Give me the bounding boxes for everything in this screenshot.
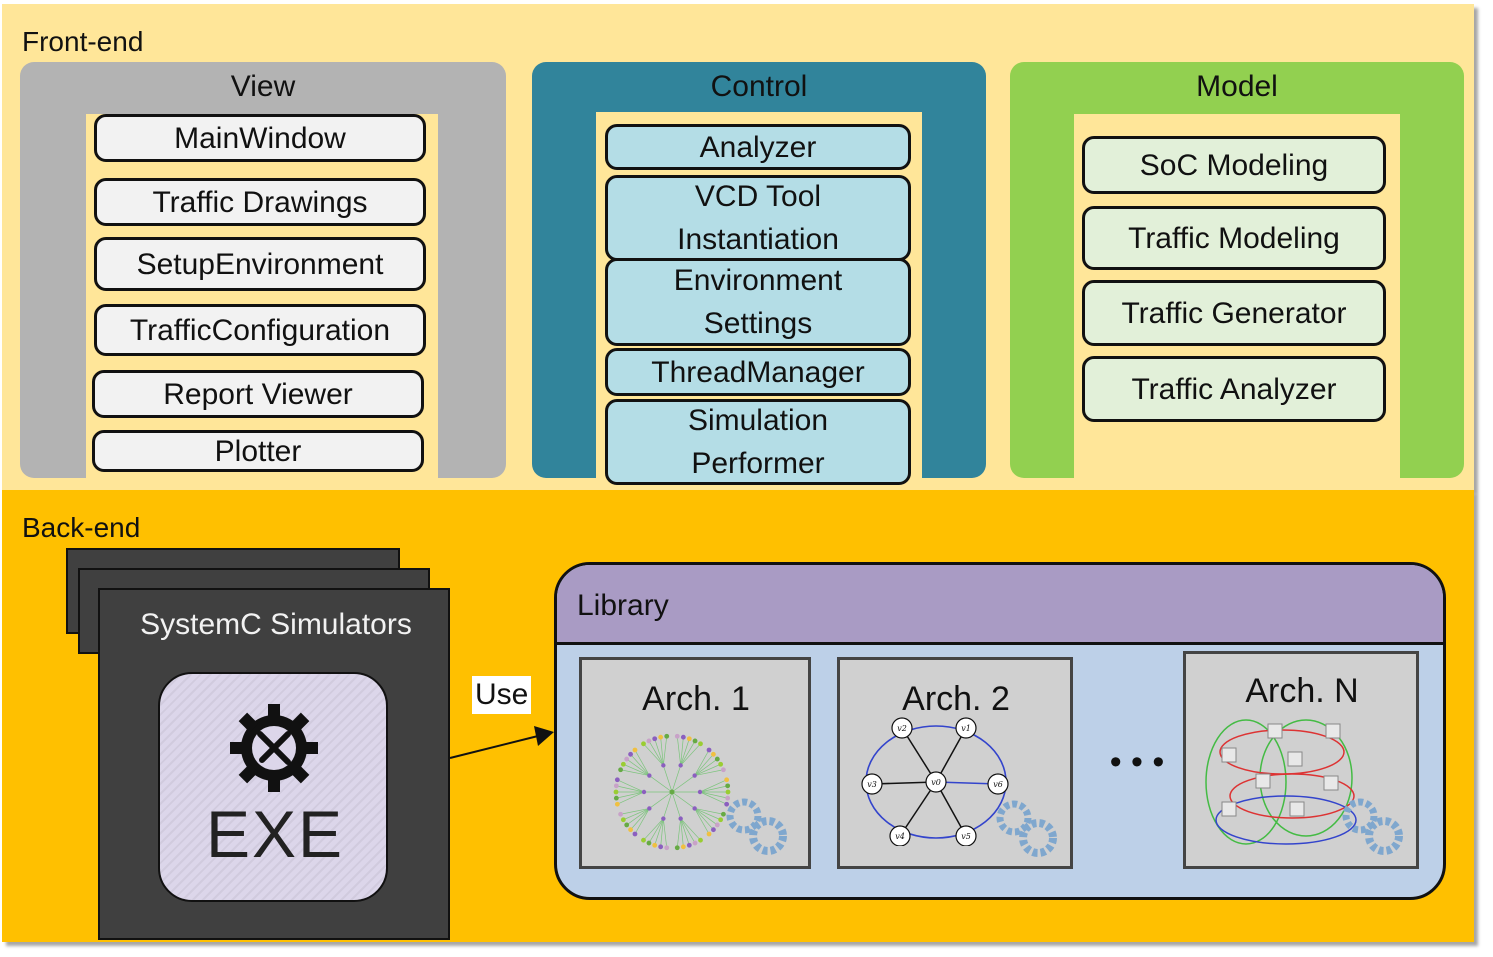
view-item-mainwindow[interactable]: MainWindow (94, 114, 426, 162)
gears-icon (996, 800, 1057, 857)
control-item-vcd-tool[interactable]: VCD Tool Instantiation (605, 175, 911, 261)
view-item-setup-environment[interactable]: SetupEnvironment (94, 237, 426, 291)
view-title: View (230, 70, 296, 103)
view-item-plotter[interactable]: Plotter (92, 430, 424, 472)
frontend-panel: Front-end View MainWindow Traffic Drawin… (2, 4, 1474, 490)
model-item-traffic-modeling[interactable]: Traffic Modeling (1082, 206, 1386, 270)
arch-title-n: Arch. N (1245, 672, 1359, 710)
frontend-label: Front-end (22, 26, 144, 57)
arch-card-2[interactable]: Arch. 2 v2 v1 (837, 657, 1073, 869)
library-title: Library (577, 589, 669, 622)
control-item-analyzer[interactable]: Analyzer (605, 124, 911, 170)
model-item-soc-modeling[interactable]: SoC Modeling (1082, 136, 1386, 194)
library-header: Library (557, 565, 1443, 645)
node-label-v6: v6 (993, 780, 1003, 789)
gears-icon (726, 798, 787, 855)
control-item-thread-manager[interactable]: ThreadManager (605, 348, 911, 396)
arch-title-1: Arch. 1 (642, 680, 750, 718)
backend-label: Back-end (22, 512, 141, 543)
view-item-traffic-drawings[interactable]: Traffic Drawings (94, 178, 426, 226)
control-item-environment-settings[interactable]: Environment Settings (605, 258, 911, 346)
arch-card-n[interactable]: Arch. N (1183, 651, 1419, 869)
ellipsis: • • • (1109, 743, 1165, 781)
use-label: Use (472, 676, 532, 714)
use-arrow (449, 726, 554, 759)
control-item-simulation-performer[interactable]: Simulation Performer (605, 399, 911, 485)
model-item-traffic-analyzer[interactable]: Traffic Analyzer (1082, 356, 1386, 422)
exe-label: EXE (205, 797, 345, 871)
control-title: Control (710, 70, 808, 103)
model-item-traffic-generator[interactable]: Traffic Generator (1082, 280, 1386, 346)
library-container: Library Arch. 1 Arch. 2 (554, 562, 1446, 900)
view-inner (86, 114, 438, 478)
node-label-v2: v2 (897, 724, 907, 733)
node-label-v5: v5 (961, 832, 971, 841)
arch-title-2: Arch. 2 (902, 680, 1010, 718)
backend-panel: Back-end SystemC Simulators (2, 490, 1474, 942)
view-item-report-viewer[interactable]: Report Viewer (92, 370, 424, 418)
simulator-title: SystemC Simulators (140, 608, 412, 641)
simulator-card[interactable]: SystemC Simulators (98, 588, 450, 940)
view-item-traffic-configuration[interactable]: TrafficConfiguration (94, 304, 426, 356)
node-label-v0: v0 (931, 778, 941, 787)
mesh-3d-graph (1205, 719, 1357, 845)
gears-icon (1342, 798, 1403, 855)
hexagon-graph: v2 v1 v3 v0 v6 v4 v5 (861, 717, 1009, 846)
radial-tree-graph (613, 733, 731, 851)
arch-card-1[interactable]: Arch. 1 (579, 657, 811, 869)
gear-wrench-screwdriver-icon (230, 704, 318, 792)
model-title: Model (1196, 70, 1278, 103)
exe-tile[interactable]: EXE (158, 672, 388, 902)
node-label-v1: v1 (961, 724, 971, 733)
node-label-v4: v4 (895, 832, 905, 841)
node-label-v3: v3 (867, 780, 877, 789)
